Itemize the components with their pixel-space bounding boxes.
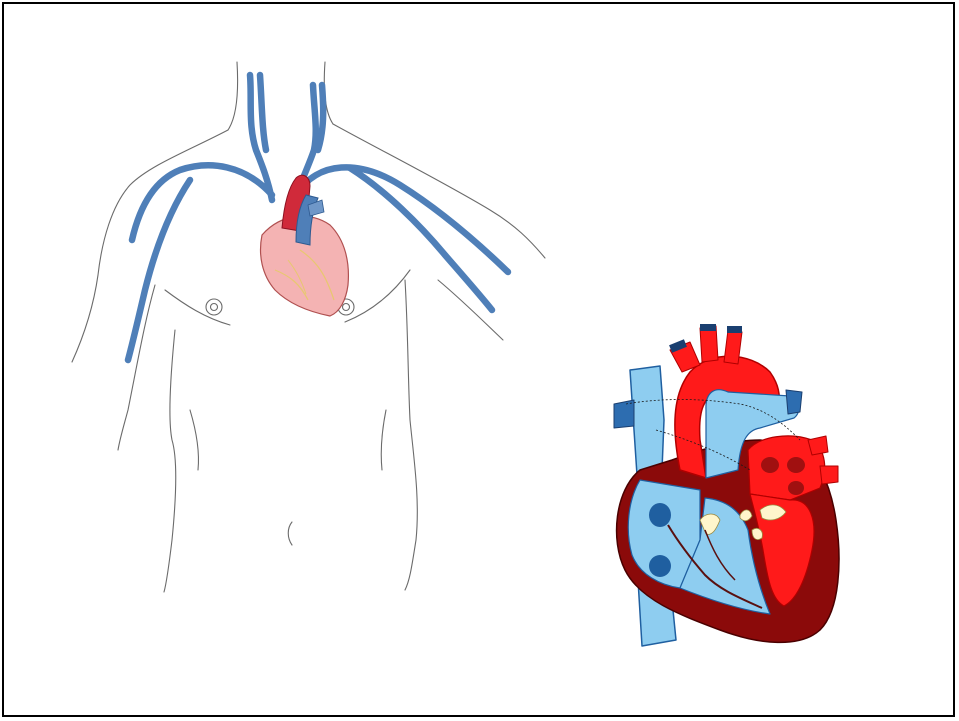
right-shoulder-line [333, 124, 545, 258]
svc-opening [649, 503, 671, 527]
aortic-branch-cap-2 [700, 324, 716, 331]
aortic-branch-2 [700, 326, 718, 362]
pulmonary-artery-cap [786, 390, 802, 414]
right-chest-line [345, 270, 410, 322]
neck-left-line [228, 62, 238, 130]
left-atrium-spot-3 [788, 481, 804, 495]
aortic-branch-cap-3 [727, 326, 742, 333]
left-pulmonary-vein-1 [808, 436, 828, 455]
navel-mark [288, 522, 292, 545]
left-nipple-outer [206, 299, 222, 315]
left-arm-inner-line [118, 285, 155, 450]
ivc-opening [649, 555, 671, 577]
left-nipple-inner [211, 304, 218, 311]
left-subclavian-vein [132, 165, 272, 240]
left-arm-vein [128, 180, 190, 360]
left-flank-line [190, 410, 199, 470]
torso-panel [72, 62, 545, 592]
right-jugular-vein-b [318, 85, 323, 150]
great-veins [128, 75, 508, 360]
left-atrium-spot-1 [761, 457, 779, 473]
torso-left-side [164, 330, 176, 592]
left-jugular-vein-b [260, 75, 266, 150]
right-flank-line [381, 410, 386, 470]
left-chest-line [165, 290, 230, 325]
torso-right-side [405, 280, 417, 590]
left-pulmonary-vein-2 [820, 466, 838, 484]
right-nipple-inner [343, 304, 350, 311]
right-pulmonary-vein-stub [614, 400, 634, 428]
left-atrium-spot-2 [787, 457, 805, 473]
heart-section-panel [614, 324, 839, 646]
